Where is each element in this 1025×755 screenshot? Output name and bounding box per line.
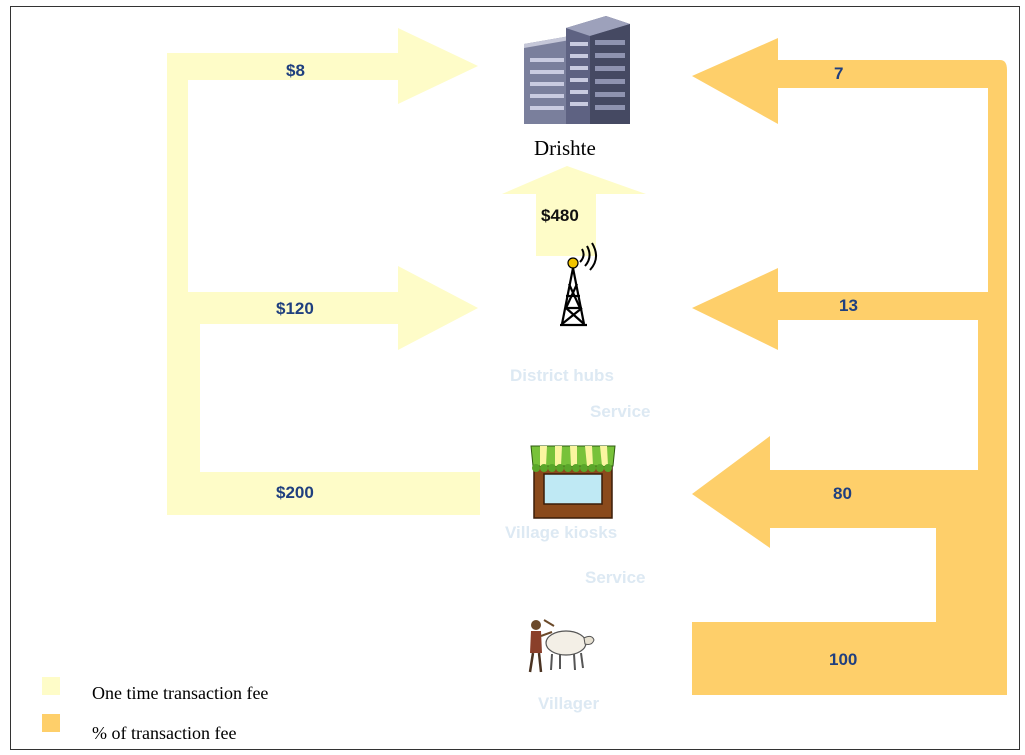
village-kiosks-service-label: Service: [585, 568, 646, 587]
percent-bar-from-villager: [692, 622, 1007, 695]
district-hubs-label: District hubs: [510, 366, 614, 385]
district-hubs-service-label: Service: [590, 402, 651, 421]
percent-inner-trunk: [978, 292, 988, 470]
one-time-arrow-up-hub-to-drishte: [502, 166, 646, 256]
percent-label-80: 80: [833, 484, 852, 503]
legend-swatch-one-time: [42, 677, 60, 695]
percent-label-7: 7: [834, 64, 844, 83]
one-time-arrow-to-hub: [167, 266, 478, 350]
percent-fee-flows: [692, 38, 1007, 695]
legend-label-percent: % of transaction fee: [92, 723, 237, 743]
market-stall-icon: [530, 445, 616, 519]
one-time-fee-flows: [167, 28, 646, 515]
fee-label-200: $200: [276, 483, 314, 502]
one-time-trunk: [167, 53, 188, 515]
one-time-lower-branch: [188, 324, 200, 472]
percent-label-13: 13: [839, 296, 858, 315]
legend-swatch-percent: [42, 714, 60, 732]
fee-label-480: $480: [541, 206, 579, 225]
percent-arrow-to-hub: [692, 268, 988, 350]
radio-tower-icon: [560, 242, 597, 327]
village-kiosks-label: Village kiosks: [505, 523, 618, 542]
legend-label-one-time: One time transaction fee: [92, 683, 269, 703]
villager-label: Villager: [538, 694, 600, 713]
one-time-arrow-to-drishte: [167, 28, 478, 104]
fee-label-8: $8: [286, 61, 305, 80]
percent-label-100: 100: [829, 650, 858, 669]
office-building-icon: [524, 16, 630, 124]
farmer-with-cow-icon: [516, 614, 630, 680]
percent-outer-trunk: [988, 60, 1007, 695]
percent-arrow-to-kiosk: [692, 436, 988, 548]
one-time-bar-to-kiosk: [167, 472, 480, 515]
drishte-label: Drishte: [534, 136, 596, 160]
fee-label-120: $120: [276, 299, 314, 318]
percent-arrow-to-drishte: [692, 38, 1000, 124]
